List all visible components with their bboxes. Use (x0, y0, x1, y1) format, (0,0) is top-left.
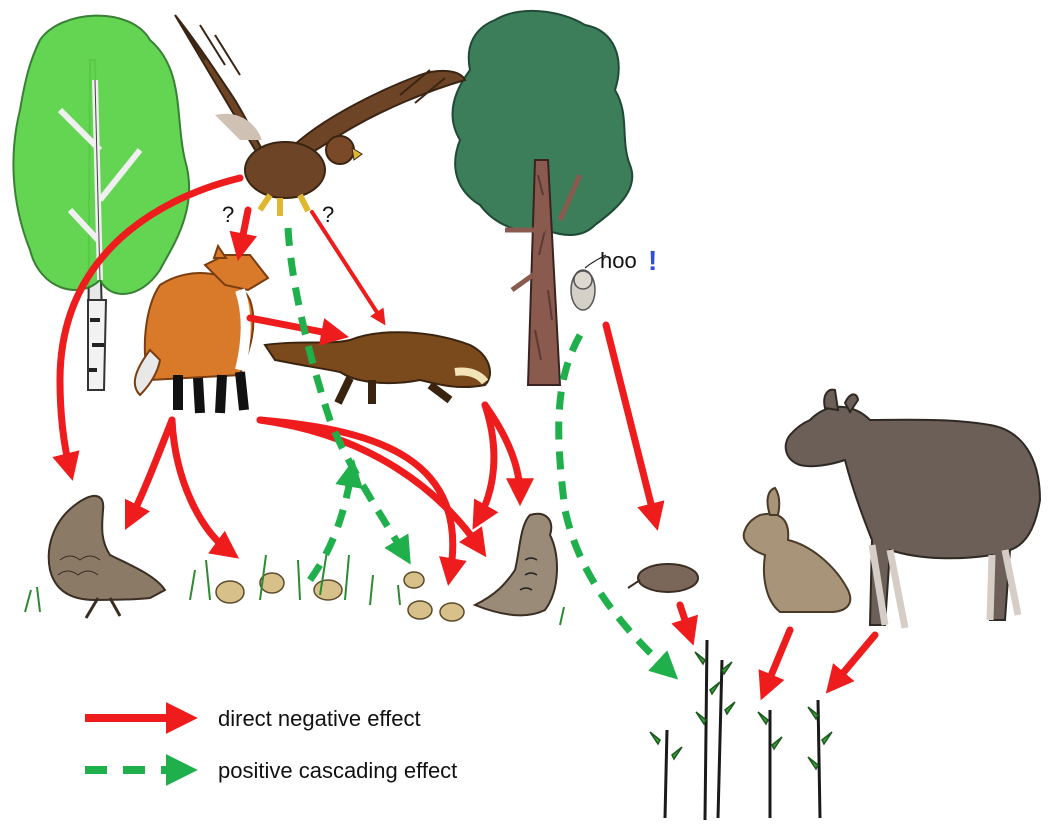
question-mark-left: ? (222, 202, 234, 227)
arrow-hare-saplings (765, 630, 790, 690)
arrow-chicks-up-cascade (310, 470, 352, 580)
owl-exclaim-mark: ! (648, 245, 657, 276)
owl-call-text: hoo (600, 248, 637, 273)
arrow-vole-saplings (680, 605, 690, 635)
legend: direct negative effect positive cascadin… (85, 706, 457, 783)
arrow-eagle-marten (312, 212, 382, 320)
arrow-owl-vole (606, 325, 655, 520)
arrow-moose-saplings (833, 635, 875, 685)
hare-icon (744, 488, 851, 612)
legend-positive-label: positive cascading effect (218, 758, 457, 783)
marten-icon (265, 332, 490, 404)
arrow-fox-chicks-left (172, 420, 230, 552)
capercaillie-icon (49, 496, 165, 618)
negative-effect-arrows (60, 178, 875, 690)
vole-icon (628, 564, 698, 592)
arrow-fox-capercaillie (130, 420, 172, 520)
question-mark-right: ? (322, 202, 334, 227)
sapling-icon (650, 640, 832, 820)
arrow-fox-marten (250, 318, 338, 335)
hazel-grouse-icon (475, 514, 557, 616)
arrow-marten-grouse-chicks (478, 405, 494, 520)
arrow-eagle-fox (240, 210, 248, 250)
legend-negative-label: direct negative effect (218, 706, 421, 731)
chicks-icon (216, 572, 464, 621)
